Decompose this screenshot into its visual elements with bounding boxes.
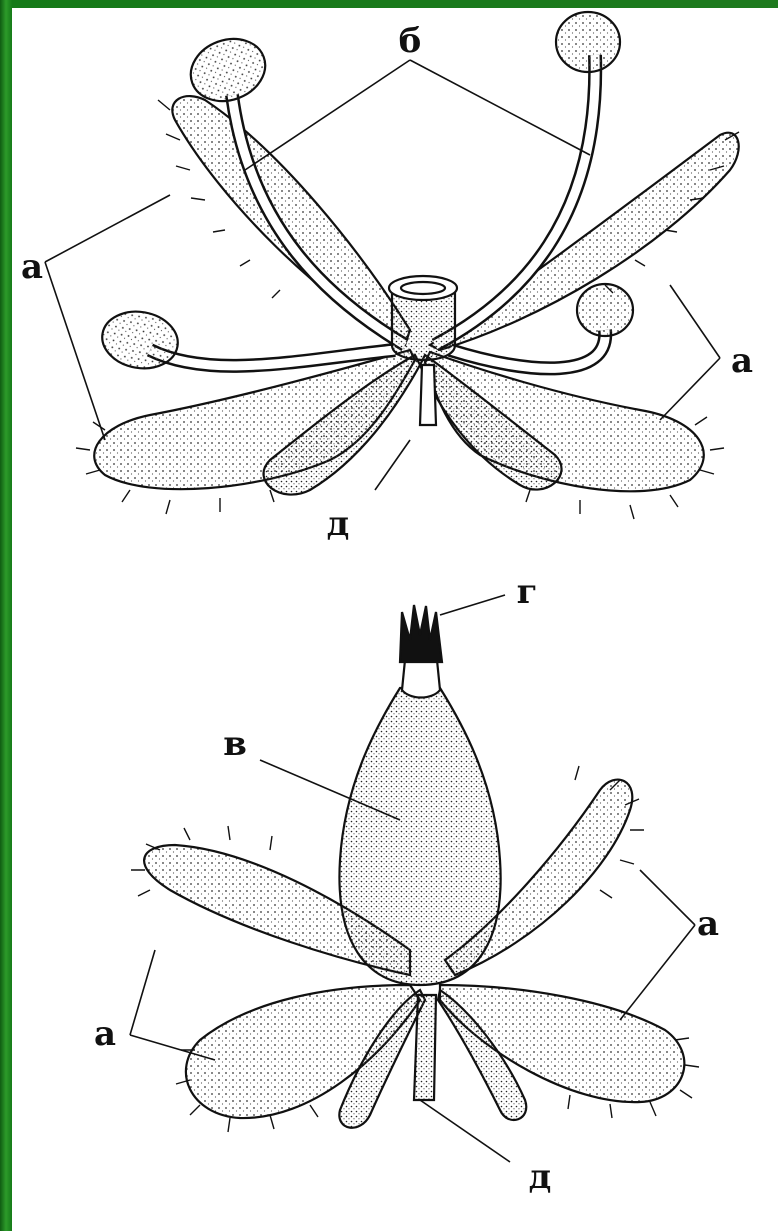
- label-bottom-petal-right: а: [697, 904, 719, 944]
- bottom-style: [402, 660, 440, 698]
- top-center-pistil: [392, 292, 455, 360]
- label-stamens: б: [399, 21, 422, 61]
- label-top-petal-right: а: [731, 341, 753, 381]
- label-ovary: в: [223, 724, 247, 764]
- top-pedicel: [420, 365, 436, 425]
- bottom-stigma: [400, 605, 442, 662]
- top-flower: [94, 12, 738, 495]
- top-petal-upper-left: [172, 96, 410, 345]
- bottom-pedicel: [414, 995, 436, 1100]
- top-stigma-ring: [389, 276, 457, 300]
- label-bottom-pedicel: д: [529, 1157, 552, 1197]
- stamen-anther-2: [556, 12, 620, 72]
- stamen-anther-4: [577, 284, 633, 336]
- bottom-flower: [144, 605, 684, 1128]
- label-bottom-petal-left: а: [94, 1014, 116, 1054]
- bottom-ovary: [339, 688, 500, 985]
- label-stigma: г: [517, 572, 538, 612]
- label-top-petal-left: а: [21, 247, 43, 287]
- label-top-pedicel: д: [327, 504, 350, 544]
